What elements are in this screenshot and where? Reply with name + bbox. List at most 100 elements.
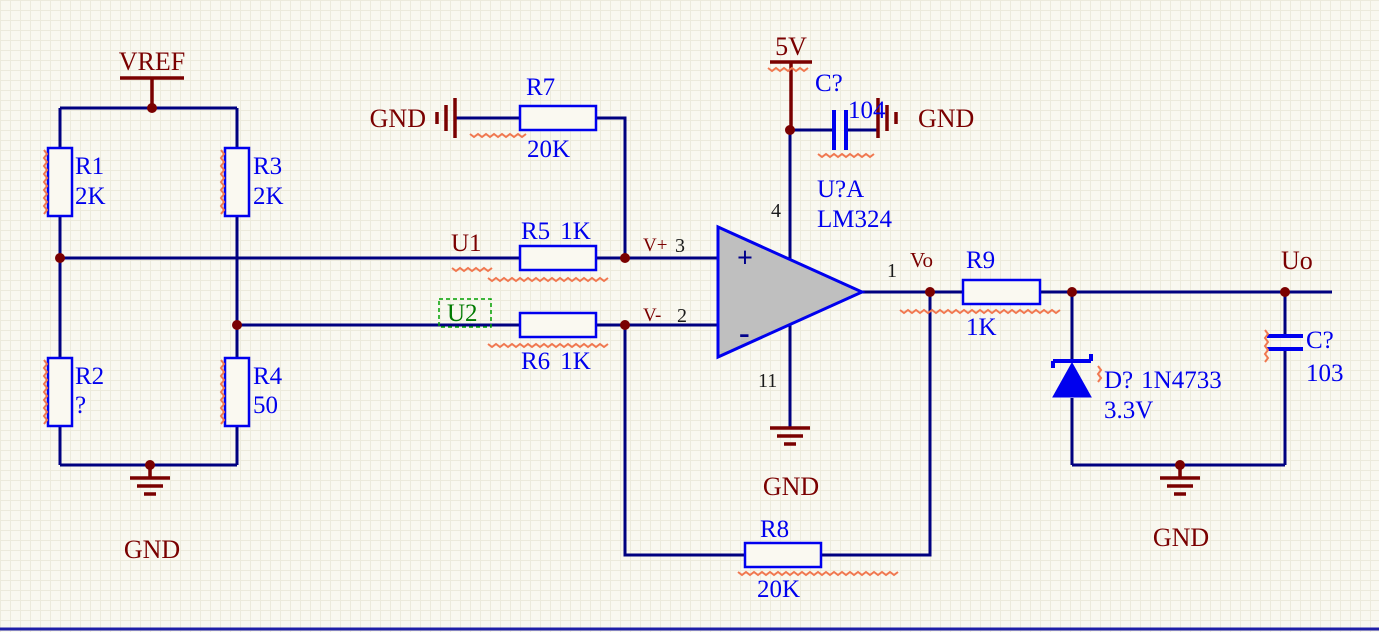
gnd-symbol-bottom-left[interactable]: GND <box>124 465 180 564</box>
opamp-plus-sign: + <box>737 243 753 274</box>
error-squiggle <box>42 149 49 215</box>
net-label-vo[interactable]: Vo <box>910 248 933 272</box>
error-squiggle <box>817 152 875 159</box>
net-label-uo[interactable]: Uo <box>1281 246 1313 275</box>
designator-r8[interactable]: R8 <box>760 516 789 543</box>
capacitor-c1[interactable] <box>832 110 848 150</box>
net-label-u2[interactable]: U2 <box>447 300 478 327</box>
designator-r3[interactable]: R3 <box>253 153 282 180</box>
error-squiggle <box>487 342 609 349</box>
value-r1[interactable]: 2K <box>75 183 106 210</box>
error-squiggle <box>451 266 493 273</box>
value-r5[interactable]: 1K <box>560 218 591 245</box>
gnd-symbol-top-left[interactable]: GND <box>370 98 457 138</box>
error-squiggle <box>1263 329 1270 363</box>
designator-r9[interactable]: R9 <box>966 247 995 274</box>
net-label-gnd[interactable]: GND <box>918 104 974 133</box>
designator-opamp[interactable]: U?A <box>817 176 864 203</box>
designator-d1[interactable]: D? <box>1104 367 1133 394</box>
value-d1[interactable]: 3.3V <box>1104 397 1153 424</box>
gnd-symbol-top-right[interactable]: GND <box>876 98 974 138</box>
designator-r7[interactable]: R7 <box>526 74 555 101</box>
zener-triangle <box>1052 361 1092 398</box>
designator-c1[interactable]: C? <box>815 70 843 97</box>
designator-r6[interactable]: R6 <box>521 348 550 375</box>
error-squiggle <box>899 308 1061 315</box>
error-squiggle <box>1096 365 1103 383</box>
resistor-r8[interactable] <box>743 541 823 569</box>
selection-box <box>438 298 492 328</box>
wire-segment-feedback-left[interactable] <box>623 325 745 557</box>
resistor-r7[interactable] <box>518 104 598 132</box>
error-squiggle <box>767 66 809 73</box>
junction-dot <box>620 320 630 330</box>
pin-number-3: 3 <box>675 235 685 257</box>
opamp-triangle[interactable] <box>716 224 866 360</box>
net-label-gnd[interactable]: GND <box>370 104 426 133</box>
net-label-u1[interactable]: U1 <box>451 230 482 257</box>
value-r3[interactable]: 2K <box>253 183 284 210</box>
wire-net[interactable] <box>58 106 1332 557</box>
error-squiggle <box>469 132 527 139</box>
power-port-5v[interactable]: 5V <box>770 32 812 130</box>
capacitor-c2[interactable] <box>1267 334 1303 351</box>
resistor-r3[interactable] <box>223 146 251 218</box>
wire-segment-feedback-right[interactable] <box>821 292 932 557</box>
zener-diode-d1[interactable] <box>1051 354 1093 398</box>
resistor-r4[interactable] <box>223 356 251 428</box>
resistor-r2[interactable] <box>46 356 74 428</box>
designator-r5[interactable]: R5 <box>521 218 550 245</box>
junction-dot <box>145 460 155 470</box>
junction-dots <box>55 103 1290 470</box>
junction-dot <box>785 125 795 135</box>
value-c2[interactable]: 103 <box>1306 360 1344 387</box>
part-d1[interactable]: 1N4733 <box>1141 367 1222 394</box>
label-d1[interactable]: D? 1N4733 <box>1104 367 1222 394</box>
net-label-vplus[interactable]: V+ <box>643 235 667 256</box>
net-label-vref[interactable]: VREF <box>119 47 185 76</box>
value-r4[interactable]: 50 <box>253 392 278 419</box>
junction-dot <box>1175 460 1185 470</box>
gnd-symbol-bottom-right[interactable]: GND <box>1153 465 1209 552</box>
junction-dot <box>232 320 242 330</box>
power-port-vref[interactable]: VREF <box>119 47 185 108</box>
opamp-minus-sign: - <box>739 314 750 350</box>
gnd-symbol-opamp[interactable]: GND <box>763 426 819 501</box>
junction-dot <box>925 287 935 297</box>
pin-number-4: 4 <box>771 200 781 222</box>
value-r7[interactable]: 20K <box>527 136 570 163</box>
junction-dot <box>620 253 630 263</box>
designator-r1[interactable]: R1 <box>75 153 104 180</box>
label-r6[interactable]: R6 1K <box>521 348 591 375</box>
label-r5[interactable]: R5 1K <box>521 218 591 245</box>
net-label-vminus[interactable]: V- <box>643 305 661 326</box>
opamp-u1a[interactable]: + - <box>716 224 866 360</box>
junction-dot <box>147 103 157 113</box>
net-label-5v[interactable]: 5V <box>775 32 807 61</box>
wire-segment-r7-out[interactable] <box>596 116 627 258</box>
resistor-r9[interactable] <box>961 278 1042 306</box>
designator-r2[interactable]: R2 <box>75 363 104 390</box>
error-squiggle <box>42 359 49 425</box>
pin-number-11: 11 <box>758 370 777 392</box>
part-opamp[interactable]: LM324 <box>817 206 893 233</box>
resistor-r5[interactable] <box>518 244 598 272</box>
pin-number-1: 1 <box>887 260 897 282</box>
resistor-r6[interactable] <box>518 311 598 339</box>
error-squiggle <box>737 570 899 577</box>
value-r6[interactable]: 1K <box>560 348 591 375</box>
designator-r4[interactable]: R4 <box>253 363 283 390</box>
value-r8[interactable]: 20K <box>757 576 800 603</box>
net-label-gnd[interactable]: GND <box>1153 523 1209 552</box>
value-r2[interactable]: ? <box>75 392 86 419</box>
compile-error-markers <box>42 66 1270 577</box>
value-c1[interactable]: 104 <box>848 97 886 124</box>
net-label-gnd[interactable]: GND <box>124 535 180 564</box>
net-label-gnd[interactable]: GND <box>763 472 819 501</box>
designator-c2[interactable]: C? <box>1306 327 1334 354</box>
value-r9[interactable]: 1K <box>966 314 997 341</box>
net-label-u2-selected[interactable]: U2 <box>438 298 492 328</box>
error-squiggle <box>219 359 226 425</box>
resistor-r1[interactable] <box>46 146 74 218</box>
